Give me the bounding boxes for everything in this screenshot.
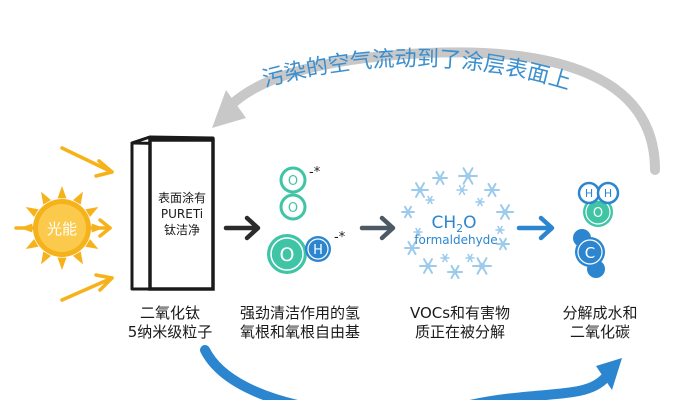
voc-label-line1: VOCs和有害物 — [409, 304, 511, 322]
pollutant-flake — [496, 204, 514, 220]
return-arc-arrow — [223, 47, 660, 175]
sun-ray — [41, 251, 52, 265]
sun-ray — [25, 238, 39, 249]
pollutant-flake — [484, 182, 500, 198]
pollutant-flake — [496, 237, 510, 251]
pollutant-flake — [404, 240, 420, 256]
result-label-line2: 二氧化碳 — [569, 323, 630, 341]
sun-ray — [41, 191, 52, 205]
hydroxyl-radical-icon — [267, 234, 331, 274]
tio2-label-line1: 二氧化钛 — [139, 304, 200, 322]
arrow-right-icon — [223, 215, 261, 241]
superoxide-radical-icon — [279, 166, 307, 221]
pollutant-flake — [447, 264, 463, 280]
sun-ray — [57, 186, 67, 199]
panel-text-line2: PURETi — [161, 207, 203, 221]
sun-ray — [85, 207, 99, 218]
water-h-label: H — [604, 187, 612, 200]
result-label-line1: 分解成水和 — [562, 304, 638, 322]
pollutant-flake — [456, 184, 468, 196]
water-h-label: H — [585, 187, 593, 200]
radical-label-line1: 强劲清洁作用的氢 — [239, 304, 360, 322]
pollutant-flake — [458, 167, 478, 185]
sun-ray — [72, 191, 83, 205]
formaldehyde-formula: CH2O — [431, 213, 476, 235]
pollutant-flake — [432, 170, 448, 186]
pollutant-flake — [472, 257, 492, 275]
arrow-right-icon — [359, 215, 396, 241]
sun-ray — [85, 238, 99, 249]
sun-ray — [72, 251, 83, 265]
voc-label-line2: 质正在被分解 — [414, 323, 505, 341]
pollutant-flake — [419, 258, 437, 274]
sun-label: 光能 — [47, 220, 77, 238]
co2-c-label: C — [585, 244, 595, 262]
return-arrowhead-icon — [212, 90, 246, 128]
panel-text-line3: 钛洁净 — [164, 222, 200, 237]
pollutant-flake — [495, 225, 505, 235]
sun-ray — [25, 207, 39, 218]
arrow-right-icon — [516, 215, 555, 241]
coated-panel — [130, 135, 215, 291]
radical-o-label: O — [288, 201, 298, 216]
tio2-label-line2: 5纳米级粒子 — [127, 323, 213, 341]
pollutant-flake — [475, 197, 485, 207]
radical-o-label: O — [288, 174, 298, 189]
pollutant-flake — [440, 253, 450, 263]
pollutant-particles — [401, 167, 514, 280]
pollutant-flake — [411, 182, 429, 198]
pollutant-flake — [425, 195, 435, 205]
sun-ray — [57, 257, 67, 270]
sun-ray — [20, 223, 33, 233]
hydroxyl-charge-mark: -* — [334, 230, 346, 245]
bottom-arrowhead-icon — [596, 358, 622, 390]
pollutant-flake — [465, 253, 475, 263]
sun-ray — [91, 223, 104, 233]
radical-label-line2: 氧根和氧根自由基 — [239, 323, 360, 341]
water-o-label: O — [593, 206, 603, 221]
radical-charge-mark: -* — [309, 165, 321, 180]
hydroxyl-o-label: O — [280, 244, 295, 266]
hydroxyl-h-label: H — [313, 243, 323, 258]
bottom-cycle-arc — [200, 345, 610, 400]
pollutant-flake — [401, 205, 415, 219]
water-molecule-icon — [577, 181, 620, 227]
sun-icon — [20, 186, 104, 270]
panel-text-line1: 表面涂有 — [158, 190, 206, 205]
pollutant-flake — [413, 227, 423, 237]
co2-molecule-icon — [573, 229, 605, 278]
formaldehyde-name: formaldehyde — [414, 233, 497, 247]
